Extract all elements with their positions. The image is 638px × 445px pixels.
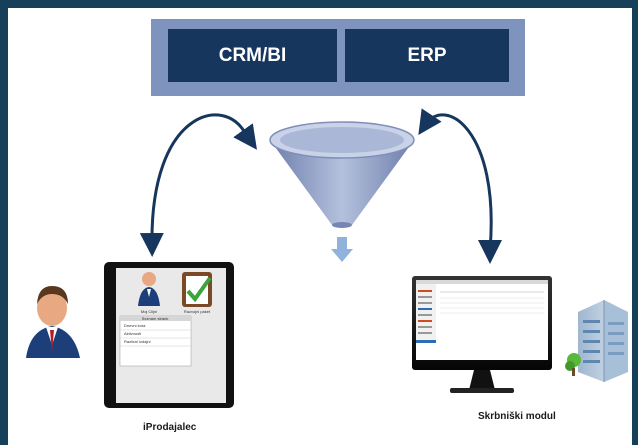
tablet-list-item: Dnevni kora (124, 323, 146, 328)
tablet-list-title: Seznam strank (142, 316, 169, 321)
tablet-icon2-label: Razvojni paket (184, 309, 211, 314)
left-curved-arrow (139, 113, 247, 257)
user-avatar-icon (26, 286, 80, 358)
monitor-device (412, 276, 552, 393)
tablet-device: Moj Ciljni Razvojni paket Seznam strank … (104, 262, 234, 408)
down-arrow-icon (331, 237, 353, 262)
iprodajalec-label: iProdajalec (143, 422, 197, 433)
right-curved-arrow (418, 108, 493, 251)
systems-band: CRM/BI ERP (151, 19, 525, 96)
checklist-icon (182, 272, 212, 307)
tablet-user-icon (138, 272, 160, 306)
tablet-icon1-label: Moj Ciljni (141, 309, 157, 314)
tablet-list-item: Aktivnosti (124, 331, 141, 336)
funnel-icon (269, 121, 415, 228)
erp-box: ERP (345, 29, 509, 82)
building-icon (565, 300, 628, 382)
tablet-list-item: Razlicni izdajni (124, 339, 151, 344)
skrbniski-modul-label: Skrbniški modul (478, 411, 556, 422)
left-arrow-head-top (233, 123, 257, 150)
crm-bi-box: CRM/BI (168, 29, 337, 82)
